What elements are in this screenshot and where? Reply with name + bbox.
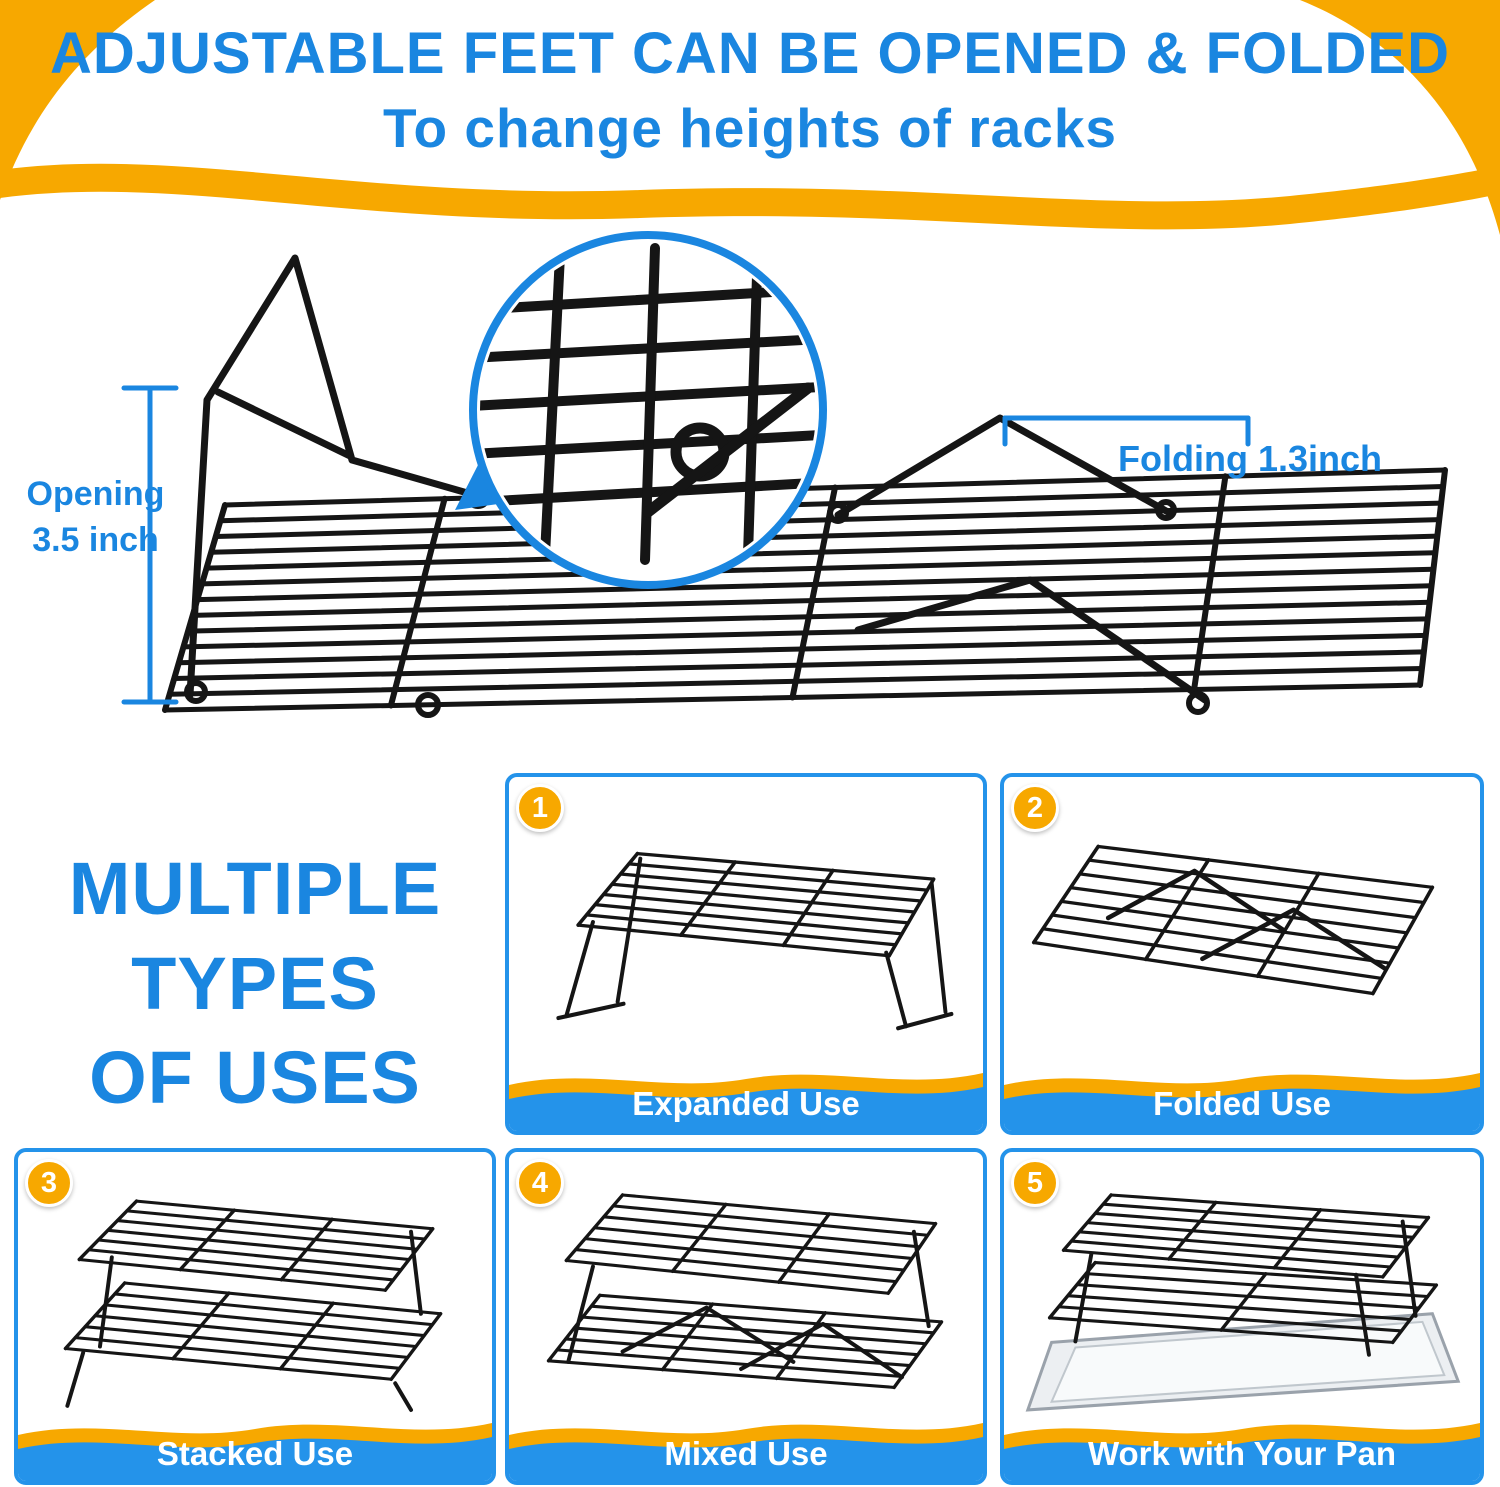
panel-caption: Expanded Use: [509, 1055, 983, 1131]
rack-surface: [162, 467, 1448, 713]
stacked-use-image: [63, 1199, 443, 1412]
caption-text: Mixed Use: [664, 1435, 828, 1472]
section-title-line-2: TYPES: [131, 941, 379, 1025]
panel-number-badge: 2: [1011, 784, 1059, 832]
section-title-line-3: OF USES: [89, 1036, 421, 1120]
panel-mixed-use: 4 Mixed Use: [505, 1148, 987, 1485]
panel-caption: Stacked Use: [18, 1405, 492, 1481]
main-product-image: [121, 231, 1448, 718]
caption-wave: [1004, 1423, 1480, 1481]
headline-line-1: ADJUSTABLE FEET CAN BE OPENED & FOLDED: [49, 21, 1450, 86]
caption-text: Folded Use: [1153, 1085, 1331, 1122]
panel-work-with-pan: 5 Work with Your Pan: [1000, 1148, 1484, 1485]
panel-number-badge: 1: [516, 784, 564, 832]
panel-stacked-use: 3 Stacked Use: [14, 1148, 496, 1485]
panel-expanded-use: 1 Expanded Use: [505, 773, 987, 1135]
dimension-lines: [121, 385, 1251, 705]
caption-wave: [18, 1423, 492, 1481]
panel-caption: Work with Your Pan: [1004, 1405, 1480, 1481]
caption-wave: [509, 1073, 983, 1131]
work-with-pan-image: [1025, 1193, 1461, 1412]
opening-dimension-label: Opening 3.5 inch: [8, 472, 183, 564]
folded-foot: [834, 414, 1209, 704]
caption-wave: [1004, 1073, 1480, 1131]
opening-label-line-2: 3.5 inch: [32, 520, 159, 559]
panel-number-badge: 3: [25, 1159, 73, 1207]
folded-use-image: [1031, 844, 1435, 996]
caption-text: Stacked Use: [156, 1435, 354, 1472]
opening-label-line-1: Opening: [26, 475, 165, 513]
headline-line-2: To change heights of racks: [382, 97, 1118, 159]
panel-number-badge: 5: [1011, 1159, 1059, 1207]
panel-folded-use: 2 Folded Use: [1000, 773, 1484, 1135]
opened-foot: [186, 254, 482, 699]
caption-wave: [509, 1423, 983, 1481]
magnifier-detail: [480, 242, 816, 565]
expanded-use-image: [556, 851, 954, 1031]
folding-dimension-label: Folding 1.3inch: [1118, 438, 1383, 479]
caption-text: Work with Your Pan: [1087, 1435, 1397, 1472]
section-title: MULTIPLE TYPES OF USES: [25, 842, 485, 1126]
caption-text: Expanded Use: [632, 1085, 860, 1122]
mixed-use-image: [546, 1193, 944, 1390]
panel-caption: Folded Use: [1004, 1055, 1480, 1131]
panel-number-badge: 4: [516, 1159, 564, 1207]
section-title-line-1: MULTIPLE: [68, 847, 442, 930]
panel-caption: Mixed Use: [509, 1405, 983, 1481]
